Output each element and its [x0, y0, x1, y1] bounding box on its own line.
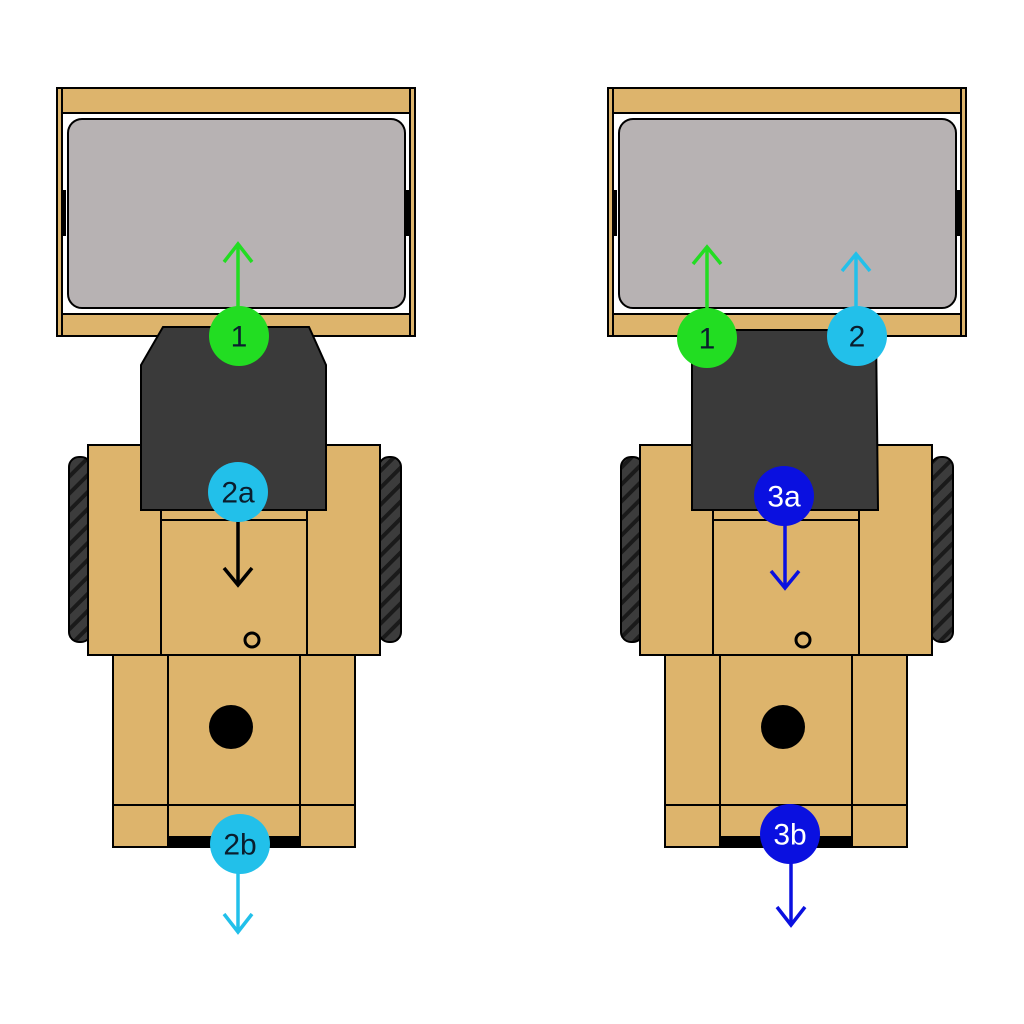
right-arrow-3b-down [775, 862, 807, 928]
left-arrows [222, 241, 254, 935]
right-arrow-1-up [691, 244, 723, 312]
right-arrows [691, 244, 872, 928]
right-arrow-2-up [840, 251, 872, 312]
right-small-hole [794, 631, 812, 649]
left-arrow-2a-down [222, 520, 254, 588]
right-badge-1: 1 [677, 308, 737, 368]
left-badge-2b: 2b [210, 814, 270, 874]
left-robot [56, 87, 416, 848]
left-arrow-1-up [222, 241, 254, 312]
left-arrow-2b-down [222, 870, 254, 935]
right-dark-head [691, 329, 880, 511]
left-badge-1-label: 1 [231, 321, 248, 354]
right-badge-3b: 3b [760, 804, 820, 864]
left-small-hole [243, 631, 261, 649]
right-robot [607, 87, 967, 848]
right-badge-2-label: 2 [849, 321, 866, 354]
right-screen [618, 118, 957, 309]
right-badge-3a: 3a [754, 466, 814, 526]
left-badge-2a: 2a [208, 462, 268, 522]
right-track-right [930, 456, 954, 643]
left-badge-1: 1 [209, 306, 269, 366]
right-badge-1-label: 1 [699, 323, 716, 356]
right-top-frame [607, 87, 967, 337]
right-large-hole [761, 705, 805, 749]
left-top-frame [56, 87, 416, 337]
left-dark-head [140, 326, 327, 511]
right-badge-2: 2 [827, 306, 887, 366]
right-badge-3b-label: 3b [773, 819, 806, 852]
right-badge-3a-label: 3a [767, 481, 801, 514]
left-large-hole [209, 705, 253, 749]
left-badge-2b-label: 2b [223, 829, 256, 862]
left-track-right [378, 456, 402, 643]
left-badge-2a-label: 2a [221, 477, 255, 510]
right-arrow-3a-down [769, 522, 801, 591]
